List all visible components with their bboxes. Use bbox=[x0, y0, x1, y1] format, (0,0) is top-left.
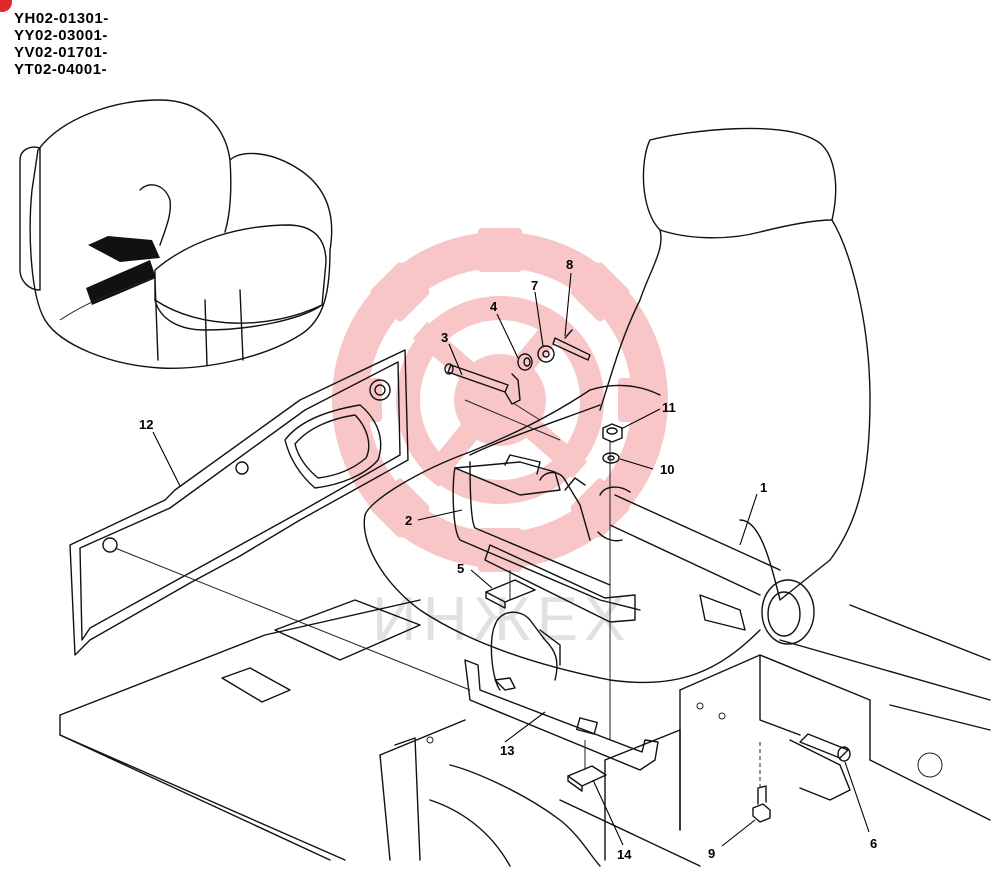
model-code-list: YH02-01301- YY02-03001- YV02-01701- YT02… bbox=[14, 10, 109, 78]
model-code: YT02-04001- bbox=[14, 61, 108, 78]
callout-numbers: 1 2 3 4 5 6 7 8 9 10 11 12 13 14 bbox=[139, 257, 877, 862]
model-code: YV02-01701- bbox=[14, 44, 108, 61]
callout-9: 9 bbox=[708, 846, 715, 861]
callout-10: 10 bbox=[660, 462, 674, 477]
plate-part-14 bbox=[567, 765, 607, 792]
callout-leaders bbox=[152, 272, 870, 847]
corner-badge-icon bbox=[0, 0, 12, 12]
watermark-gear-icon bbox=[332, 228, 668, 572]
watermark-text: ИНЖЕХ bbox=[372, 585, 631, 654]
washer-part-7 bbox=[537, 345, 555, 363]
spring-washer-part-4 bbox=[517, 353, 533, 371]
callout-14: 14 bbox=[617, 847, 632, 862]
floor-platform bbox=[59, 599, 991, 867]
bracket-part-6 bbox=[799, 733, 851, 762]
pin-part-8 bbox=[552, 329, 591, 361]
callout-7: 7 bbox=[531, 278, 538, 293]
model-code: YY02-03001- bbox=[14, 27, 108, 44]
seat-inset-view bbox=[19, 99, 333, 369]
callout-1: 1 bbox=[760, 480, 767, 495]
seat-rail-frame bbox=[452, 454, 641, 623]
assembly-guide-lines bbox=[114, 399, 761, 790]
callout-11: 11 bbox=[662, 400, 676, 415]
callout-6: 6 bbox=[870, 836, 877, 851]
plate-part-5 bbox=[485, 579, 536, 609]
lever-part-3 bbox=[444, 363, 521, 405]
callout-3: 3 bbox=[441, 330, 448, 345]
callout-12: 12 bbox=[139, 417, 153, 432]
bolt-part-9 bbox=[752, 785, 771, 823]
washer-part-10 bbox=[602, 452, 620, 464]
seat-assembly bbox=[363, 127, 871, 684]
model-code: YH02-01301- bbox=[14, 10, 109, 27]
nut-part-11 bbox=[602, 423, 623, 443]
callout-5: 5 bbox=[457, 561, 464, 576]
callout-8: 8 bbox=[566, 257, 573, 272]
side-cover-panel bbox=[69, 349, 409, 656]
callout-4: 4 bbox=[490, 299, 498, 314]
callout-13: 13 bbox=[500, 743, 514, 758]
callout-2: 2 bbox=[405, 513, 412, 528]
